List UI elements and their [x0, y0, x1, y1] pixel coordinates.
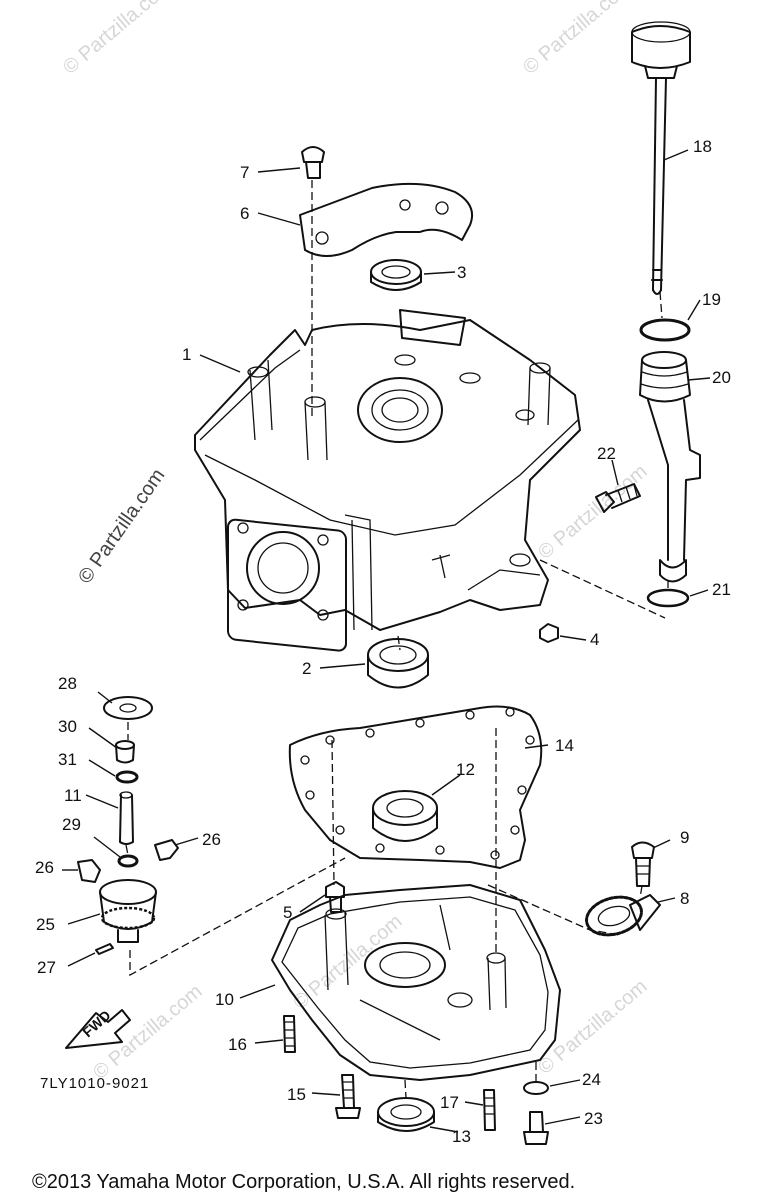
- part-washer-29: [117, 854, 139, 868]
- watermark: © Partzilla.com: [534, 975, 651, 1078]
- part-dipstick: [631, 21, 691, 295]
- callout-11: 11: [64, 786, 82, 805]
- callout-23: 23: [584, 1109, 603, 1128]
- part-bolt-22: [595, 483, 641, 513]
- part-weight-right: [154, 839, 179, 861]
- callout-30: 30: [58, 717, 77, 736]
- watermark-layer: © Partzilla.com © Partzilla.com © Partzi…: [59, 0, 651, 1084]
- callout-26: 26: [202, 830, 221, 849]
- watermark: © Partzilla.com: [89, 980, 206, 1083]
- callout-24: 24: [582, 1070, 601, 1089]
- callout-21: 21: [712, 580, 731, 599]
- callout-13: 13: [452, 1127, 471, 1146]
- part-oil-filler-tube: [639, 351, 701, 583]
- part-washer-28: [103, 696, 153, 720]
- callout-28: 28: [58, 674, 77, 693]
- callout-15: 15: [287, 1085, 306, 1104]
- leader-lines: [62, 149, 711, 1133]
- part-drain-bolt: [523, 1111, 549, 1145]
- part-bolt-9: [631, 841, 655, 887]
- part-stud-16: [283, 1015, 296, 1053]
- callout-25: 25: [36, 915, 55, 934]
- callout-6: 6: [240, 204, 249, 223]
- part-washer-24: [523, 1081, 549, 1095]
- watermark: © Partzilla.com: [74, 465, 169, 588]
- part-weight-left: [77, 859, 101, 883]
- alignment-lines: [125, 180, 669, 1099]
- callout-18: 18: [693, 137, 712, 156]
- part-bolt-15: [335, 1074, 361, 1119]
- part-o-ring-lower: [646, 588, 690, 608]
- part-shaft: [119, 791, 134, 845]
- copyright-notice: ©2013 Yamaha Motor Corporation, U.S.A. A…: [32, 1171, 575, 1193]
- part-oil-seal-upper: [370, 259, 422, 291]
- callout-22: 22: [597, 444, 616, 463]
- part-bolt-5: [325, 881, 345, 913]
- callout-26: 26: [35, 858, 54, 877]
- callout-2: 2: [302, 659, 311, 678]
- callout-5: 5: [283, 903, 292, 922]
- part-nut: [539, 623, 559, 643]
- part-stud-17: [483, 1089, 496, 1131]
- part-bolt-7: [301, 146, 325, 179]
- callout-31: 31: [58, 750, 77, 769]
- part-bearing-upper: [367, 638, 429, 689]
- part-bushing: [115, 740, 135, 764]
- callout-19: 19: [702, 290, 721, 309]
- part-washer-31: [115, 770, 139, 784]
- part-pin: [95, 943, 114, 955]
- callout-3: 3: [457, 263, 466, 282]
- part-governor-gear: [99, 879, 157, 943]
- callout-9: 9: [680, 828, 689, 847]
- fwd-label: FWD: [79, 1007, 113, 1040]
- part-gear: [585, 894, 661, 937]
- watermark: © Partzilla.com: [534, 460, 651, 563]
- callout-labels: 1 2 3 4 5 6 7 8 9 10 11 12 13 14 15 16 1…: [35, 137, 731, 1146]
- callout-1: 1: [182, 345, 191, 364]
- callout-20: 20: [712, 368, 731, 387]
- callout-10: 10: [215, 990, 234, 1009]
- fwd-arrow-icon: FWD: [65, 1007, 131, 1049]
- part-o-ring-upper: [639, 318, 691, 342]
- watermark: © Partzilla.com: [59, 0, 176, 79]
- drawing-code: 7LY1010-9021: [40, 1075, 149, 1092]
- part-bearing-middle: [372, 790, 438, 842]
- callout-12: 12: [456, 760, 475, 779]
- callout-14: 14: [555, 736, 574, 755]
- callout-4: 4: [590, 630, 599, 649]
- watermark: © Partzilla.com: [519, 0, 636, 79]
- part-plate: [299, 182, 474, 257]
- part-oil-seal-lower: [377, 1097, 435, 1132]
- part-gasket: [288, 705, 543, 869]
- watermark: © Partzilla.com: [289, 910, 406, 1013]
- gasket-holes: [300, 707, 535, 860]
- callout-29: 29: [62, 815, 81, 834]
- callout-16: 16: [228, 1035, 247, 1054]
- callout-17: 17: [440, 1093, 459, 1112]
- callout-7: 7: [240, 163, 249, 182]
- callout-8: 8: [680, 889, 689, 908]
- callout-27: 27: [37, 958, 56, 977]
- part-crankcase: [194, 309, 581, 652]
